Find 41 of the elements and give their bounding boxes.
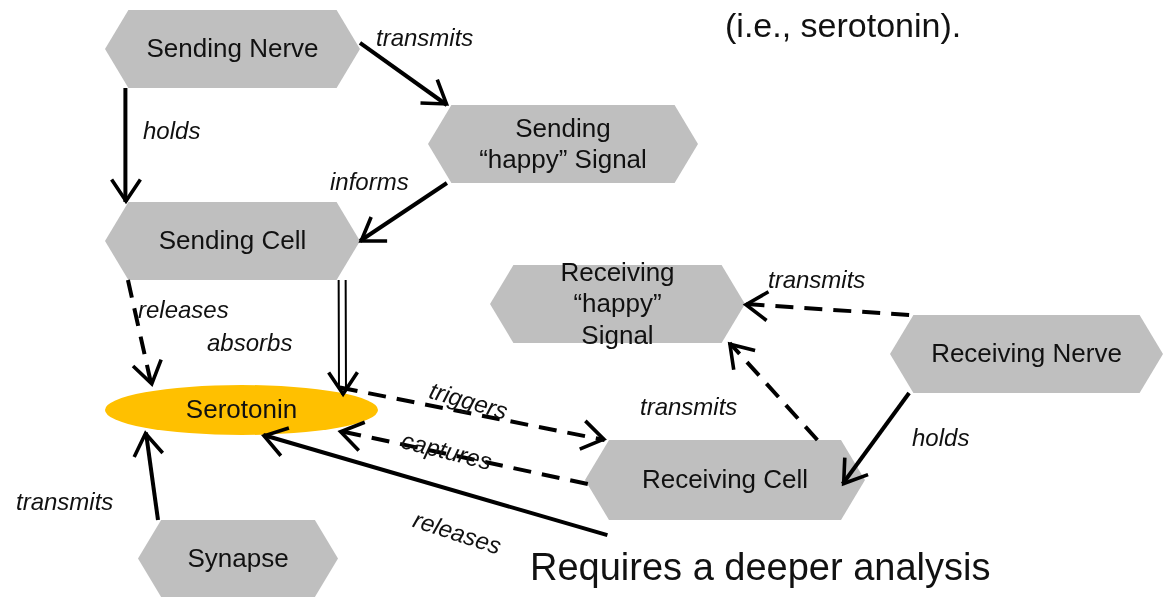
hexagon-node [105, 10, 360, 88]
node-label: Receiving Nerve [930, 338, 1123, 370]
hexagon-node [585, 440, 865, 520]
arrow [339, 385, 606, 452]
edge-label: transmits [640, 393, 738, 421]
hexagon-node [890, 315, 1163, 393]
edge-label: triggers [426, 376, 511, 426]
hexagon-node [105, 202, 360, 280]
arrow [727, 341, 819, 442]
edge-label: releases [138, 296, 229, 324]
arrow [109, 88, 143, 203]
edge-label: transmits [16, 488, 114, 516]
arrow [126, 279, 164, 386]
edge-label: releases [409, 505, 505, 561]
arrow [358, 181, 448, 243]
edge-label: absorbs [207, 329, 293, 357]
hexagon-node [428, 105, 698, 183]
note-text: (i.e., serotonin). [725, 6, 962, 45]
node-label: Sending Cell [157, 225, 308, 257]
node-label: Synapse [186, 542, 290, 575]
arrow [132, 431, 165, 521]
arrow [841, 391, 911, 486]
node-label: Sending Nerve [145, 33, 320, 65]
node-label: Sending “happy” Signal [478, 112, 648, 176]
arrow [262, 426, 608, 538]
hexagon-node [138, 520, 338, 597]
edge-label: holds [912, 424, 970, 452]
node-label: Receiving Cell [640, 464, 810, 496]
note-text: Requires a deeper analysis [530, 546, 991, 589]
arrow [338, 420, 589, 486]
edge-label: holds [143, 117, 201, 145]
arrow [326, 279, 360, 396]
ellipse-node [105, 385, 378, 435]
arrow [358, 41, 449, 107]
node-label: Receiving “happy” Signal [559, 257, 676, 351]
edge-label: transmits [376, 24, 474, 52]
node-label: Serotonin [184, 394, 299, 426]
edge-label: informs [330, 168, 409, 196]
edge-label: transmits [768, 266, 866, 294]
arrow [743, 289, 910, 323]
edge-label: captures [398, 426, 495, 476]
